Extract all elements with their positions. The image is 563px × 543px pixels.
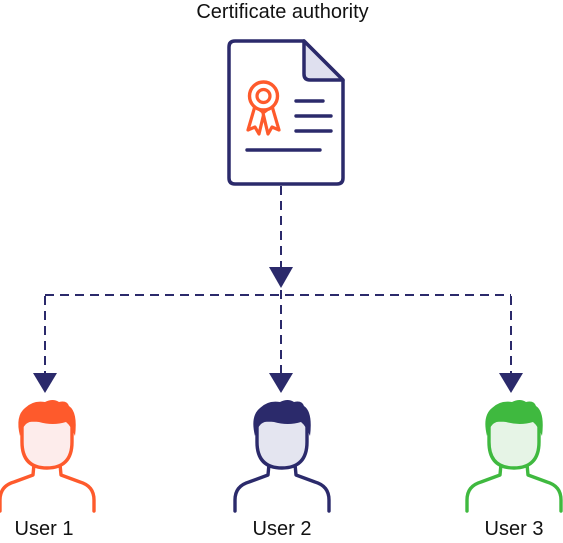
user-3-icon bbox=[465, 400, 563, 513]
document-text-lines bbox=[245, 99, 333, 152]
connector-lines bbox=[44, 186, 512, 373]
user-1-icon bbox=[0, 400, 96, 513]
document-fold bbox=[302, 39, 345, 82]
arrow-down-icon bbox=[33, 373, 57, 393]
user-2-icon bbox=[233, 400, 331, 513]
seal-ribbon-icon bbox=[246, 80, 281, 136]
certificate-document-icon bbox=[227, 39, 345, 186]
arrow-down-icon bbox=[269, 373, 293, 393]
user-2-label: User 2 bbox=[252, 518, 312, 540]
user-1-label: User 1 bbox=[14, 518, 74, 540]
user-3-label: User 3 bbox=[484, 518, 544, 540]
certificate-authority-label: Certificate authority bbox=[196, 1, 369, 23]
connector-arrows bbox=[33, 267, 523, 393]
arrow-down-icon bbox=[269, 267, 293, 288]
arrow-down-icon bbox=[499, 373, 523, 393]
